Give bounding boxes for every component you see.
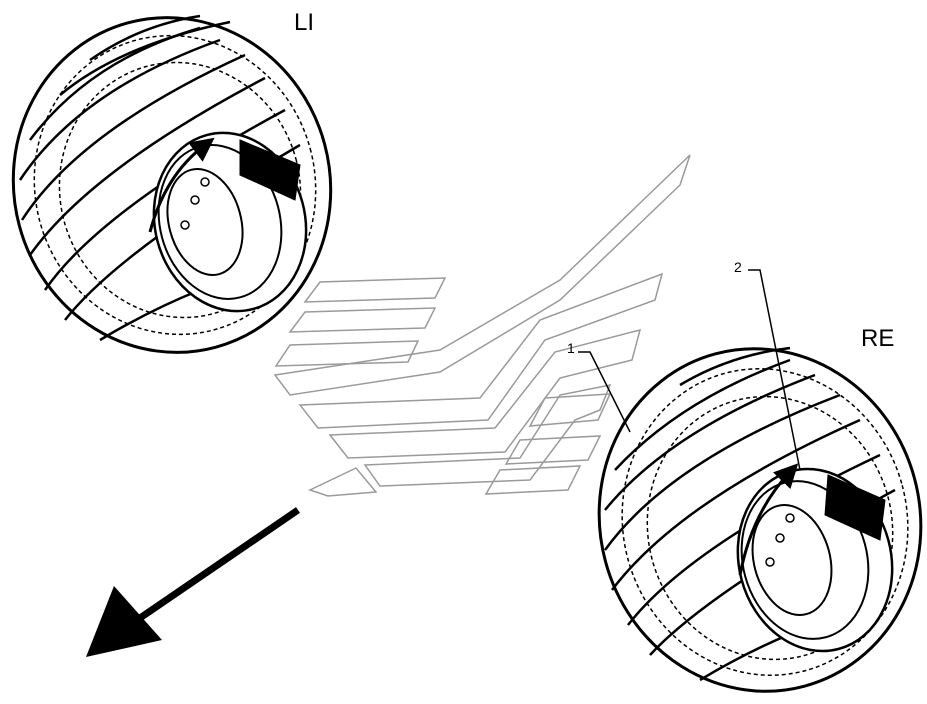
callout-2-label: 2 [734, 259, 742, 275]
left-rotation-arrow-icon [148, 137, 215, 233]
right-rotation-arrow-icon [738, 463, 799, 576]
watermark-logo [273, 154, 691, 497]
left-tire-icon [11, 14, 333, 354]
right-tire-icon [597, 346, 923, 693]
left-wheel-label: LI [294, 9, 315, 36]
direction-arrow-icon [86, 507, 300, 657]
callout-1-label: 1 [567, 340, 575, 356]
callout-leaders [578, 269, 801, 471]
right-wheel-label: RE [861, 325, 895, 352]
